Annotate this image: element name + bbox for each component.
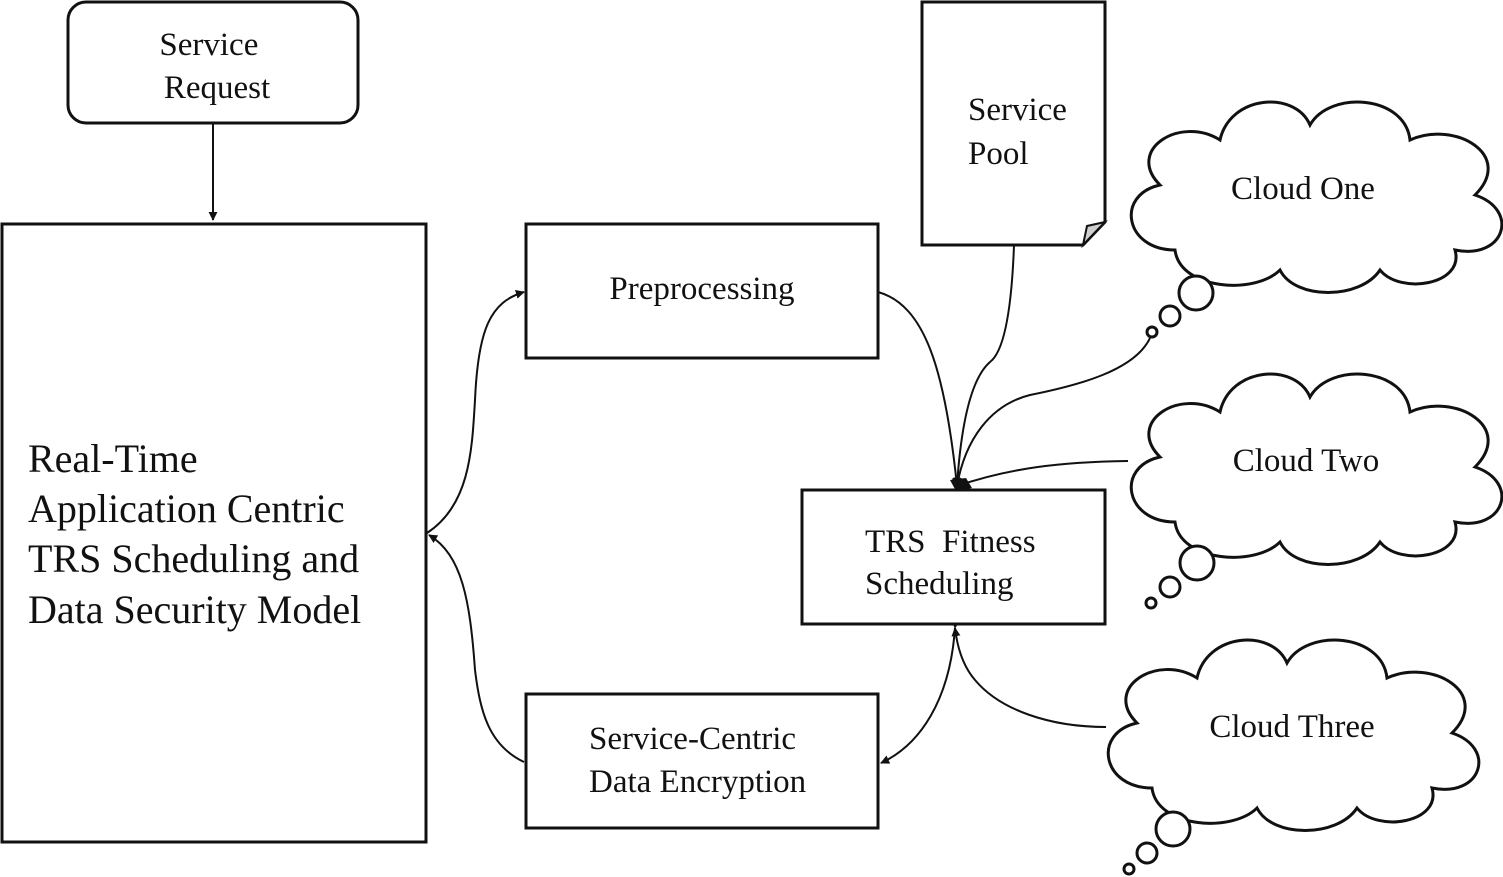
edge-cloud-two-to-fitness <box>956 460 1129 488</box>
main-model-label: Real-Time Application Centric TRS Schedu… <box>28 436 369 632</box>
cloud-two-line-1: Cloud Two <box>1233 443 1380 479</box>
cloud-one-shape <box>1129 100 1503 294</box>
main-model-line-2: Application Centric <box>28 486 345 531</box>
cloud-two-bubble-small <box>1144 596 1158 610</box>
preprocessing-node: Preprocessing <box>524 222 880 360</box>
edge-model-to-preprocessing <box>426 289 525 534</box>
cloud-one-node: Cloud One <box>1129 100 1503 339</box>
service-request-line-1: Service <box>159 27 258 63</box>
edge-cloud-three-to-fitness <box>951 627 1107 728</box>
edge-pool-to-fitness <box>953 244 1015 487</box>
cloud-two-node: Cloud Two <box>1129 372 1503 610</box>
edge-preprocessing-to-fitness <box>877 291 961 487</box>
cloud-one-line-1: Cloud One <box>1231 171 1375 207</box>
edges <box>208 123 1151 764</box>
preprocessing-line-1: Preprocessing <box>609 271 794 307</box>
service-request-node: Service Request <box>66 0 360 125</box>
edge-encryption-to-model <box>428 534 525 763</box>
cloud-two-shape <box>1129 372 1503 566</box>
main-model-line-3: TRS Scheduling and <box>28 536 359 581</box>
cloud-one-label: Cloud One <box>1231 171 1375 207</box>
fitness-line-1: TRS Fitness <box>865 524 1036 560</box>
cloud-one-bubble-large <box>1177 274 1215 312</box>
fitness-line-2: Scheduling <box>865 566 1013 602</box>
service-pool-label: Service Pool <box>968 92 1075 172</box>
edge-convergence-marker <box>950 478 972 491</box>
fitness-node: TRS Fitness Scheduling <box>0 0 1107 626</box>
cloud-one-bubble-small <box>1145 325 1159 339</box>
cloud-three-bubble-large <box>1154 810 1192 848</box>
service-pool-line-1: Service <box>968 92 1067 128</box>
cloud-three-bubble-small <box>1122 862 1136 876</box>
edge-fitness-encryption-bidirectional <box>880 619 961 764</box>
cloud-two-bubble-medium <box>1158 575 1182 599</box>
encryption-node: Service-Centric Data Encryption <box>524 692 880 830</box>
main-model-node: Real-Time Application Centric TRS Schedu… <box>0 222 428 844</box>
main-model-line-1: Real-Time <box>28 436 198 481</box>
cloud-two-label: Cloud Two <box>1233 443 1380 479</box>
service-pool-node: Service Pool <box>920 0 1109 249</box>
service-pool-line-2: Pool <box>968 136 1029 172</box>
service-request-line-2: Request <box>164 70 270 106</box>
fitness-label: TRS Fitness Scheduling <box>0 0 1093 602</box>
cloud-one-bubble-medium <box>1158 304 1182 328</box>
cloud-three-label: Cloud Three <box>1209 709 1374 745</box>
cloud-three-shape <box>1106 638 1481 832</box>
encryption-line-2: Data Encryption <box>589 764 806 800</box>
folded-corner <box>1081 220 1109 249</box>
encryption-line-1: Service-Centric <box>589 721 796 757</box>
encryption-label: Service-Centric Data Encryption <box>589 721 806 800</box>
edge-cloud-one-to-fitness <box>953 337 1151 487</box>
main-model-line-4: Data Security Model <box>28 587 361 632</box>
cloud-three-bubble-medium <box>1135 841 1159 865</box>
cloud-three-line-1: Cloud Three <box>1209 709 1374 745</box>
cloud-two-bubble-large <box>1178 544 1216 582</box>
service-request-label: Service Request <box>159 27 270 106</box>
cloud-three-node: Cloud Three <box>1106 638 1481 876</box>
preprocessing-label: Preprocessing <box>609 271 794 307</box>
